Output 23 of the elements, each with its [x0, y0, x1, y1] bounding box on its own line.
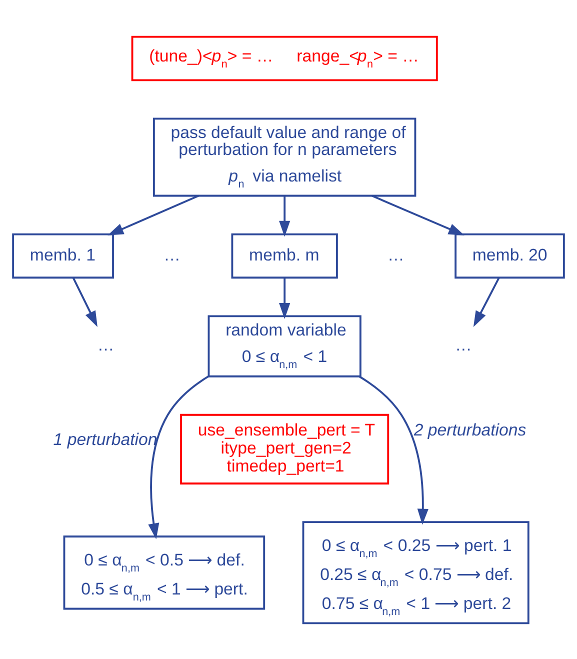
edge-label: 2 perturbations — [414, 420, 526, 440]
arrow — [358, 375, 428, 524]
node-box: (tune_)<p$_{n}$> = … range_<p$_{n}$> = … — [131, 35, 438, 81]
node-box: pass default value and range of perturbation for n parameters p$_{n}$ via namelist — [152, 117, 416, 196]
node-box: 0 ≤ α$_{n,m}$ < 0.5 ⟶ def. 0.5 ≤ α$_{n,m}$ < 1 ⟶ pert. — [63, 535, 266, 610]
arrow — [279, 277, 290, 318]
arrow — [279, 195, 290, 236]
node-box: 0 ≤ α$_{n,m}$ < 0.25 ⟶ pert. 1 0.25 ≤ α$_{n,m}$ < 0.75 ⟶ def. 0.75 ≤ α$_{n,m}$ < 1 ⟶ pert. 2 — [302, 520, 530, 624]
label: … — [164, 244, 180, 264]
edge-label: 1 perturbation — [53, 430, 158, 449]
arrow — [473, 277, 500, 326]
label: … — [388, 244, 404, 264]
node-box: memb. 1 — [12, 232, 114, 278]
arrow — [72, 277, 98, 326]
node-text: … — [97, 335, 114, 354]
node-box: random variable 0 ≤ α$_{n,m}$ < 1 — [208, 314, 362, 377]
arrow — [108, 194, 199, 235]
node-box: memb. 20 — [454, 232, 565, 278]
node-text: … — [454, 335, 472, 354]
arrow — [372, 194, 464, 235]
node-box: use_ensemble_pert = T itype_pert_gen=2 timedep_pert=1 — [180, 413, 390, 484]
arrow — [148, 374, 210, 539]
node-box: memb. m — [231, 232, 338, 278]
